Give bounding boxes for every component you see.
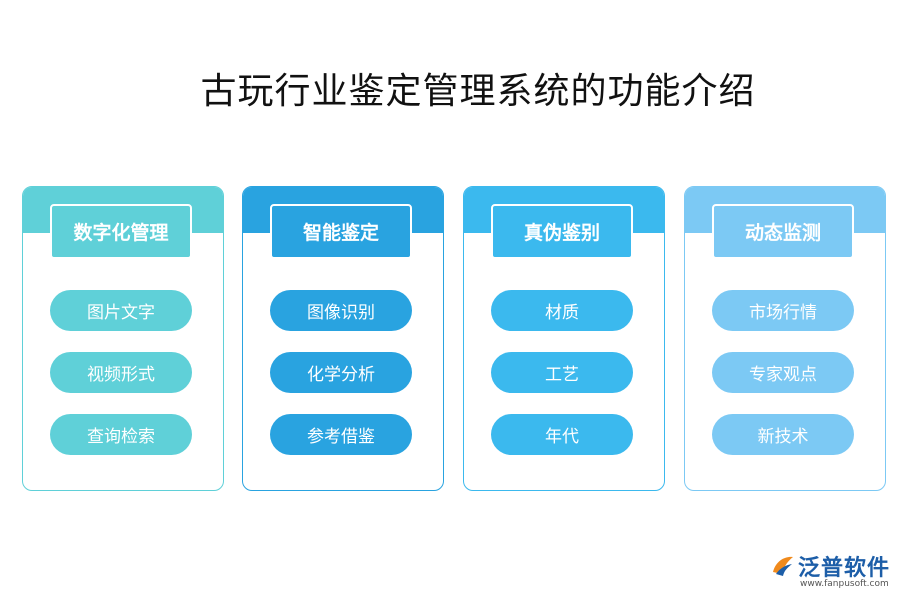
feature-item: 查询检索 [50, 414, 192, 455]
feature-card-smart-appraisal: 智能鉴定 图像识别 化学分析 参考借鉴 [242, 186, 444, 491]
card-header-label: 真伪鉴别 [491, 204, 633, 259]
card-header-label: 动态监测 [712, 204, 854, 259]
feature-item: 参考借鉴 [270, 414, 412, 455]
feature-item: 专家观点 [712, 352, 854, 393]
feature-item: 图像识别 [270, 290, 412, 331]
feature-card-authenticity: 真伪鉴别 材质 工艺 年代 [463, 186, 665, 491]
feature-item: 图片文字 [50, 290, 192, 331]
page-title: 古玩行业鉴定管理系统的功能介绍 [200, 71, 756, 112]
feature-item: 年代 [491, 414, 633, 455]
feature-item: 工艺 [491, 352, 633, 393]
feature-card-monitoring: 动态监测 市场行情 专家观点 新技术 [684, 186, 886, 491]
card-header-label: 智能鉴定 [270, 204, 412, 259]
feature-card-digital: 数字化管理 图片文字 视频形式 查询检索 [22, 186, 224, 491]
brand-url: www.fanpusoft.com [800, 579, 889, 589]
feature-item: 市场行情 [712, 290, 854, 331]
brand-mark-icon [773, 556, 793, 576]
card-header-label: 数字化管理 [50, 204, 192, 259]
feature-item: 化学分析 [270, 352, 412, 393]
brand-name: 泛普软件 [798, 556, 891, 581]
feature-item: 视频形式 [50, 352, 192, 393]
brand-logo: 泛普软件 www.fanpusoft.com [770, 548, 891, 589]
feature-item: 新技术 [712, 414, 854, 455]
feature-item: 材质 [491, 290, 633, 331]
